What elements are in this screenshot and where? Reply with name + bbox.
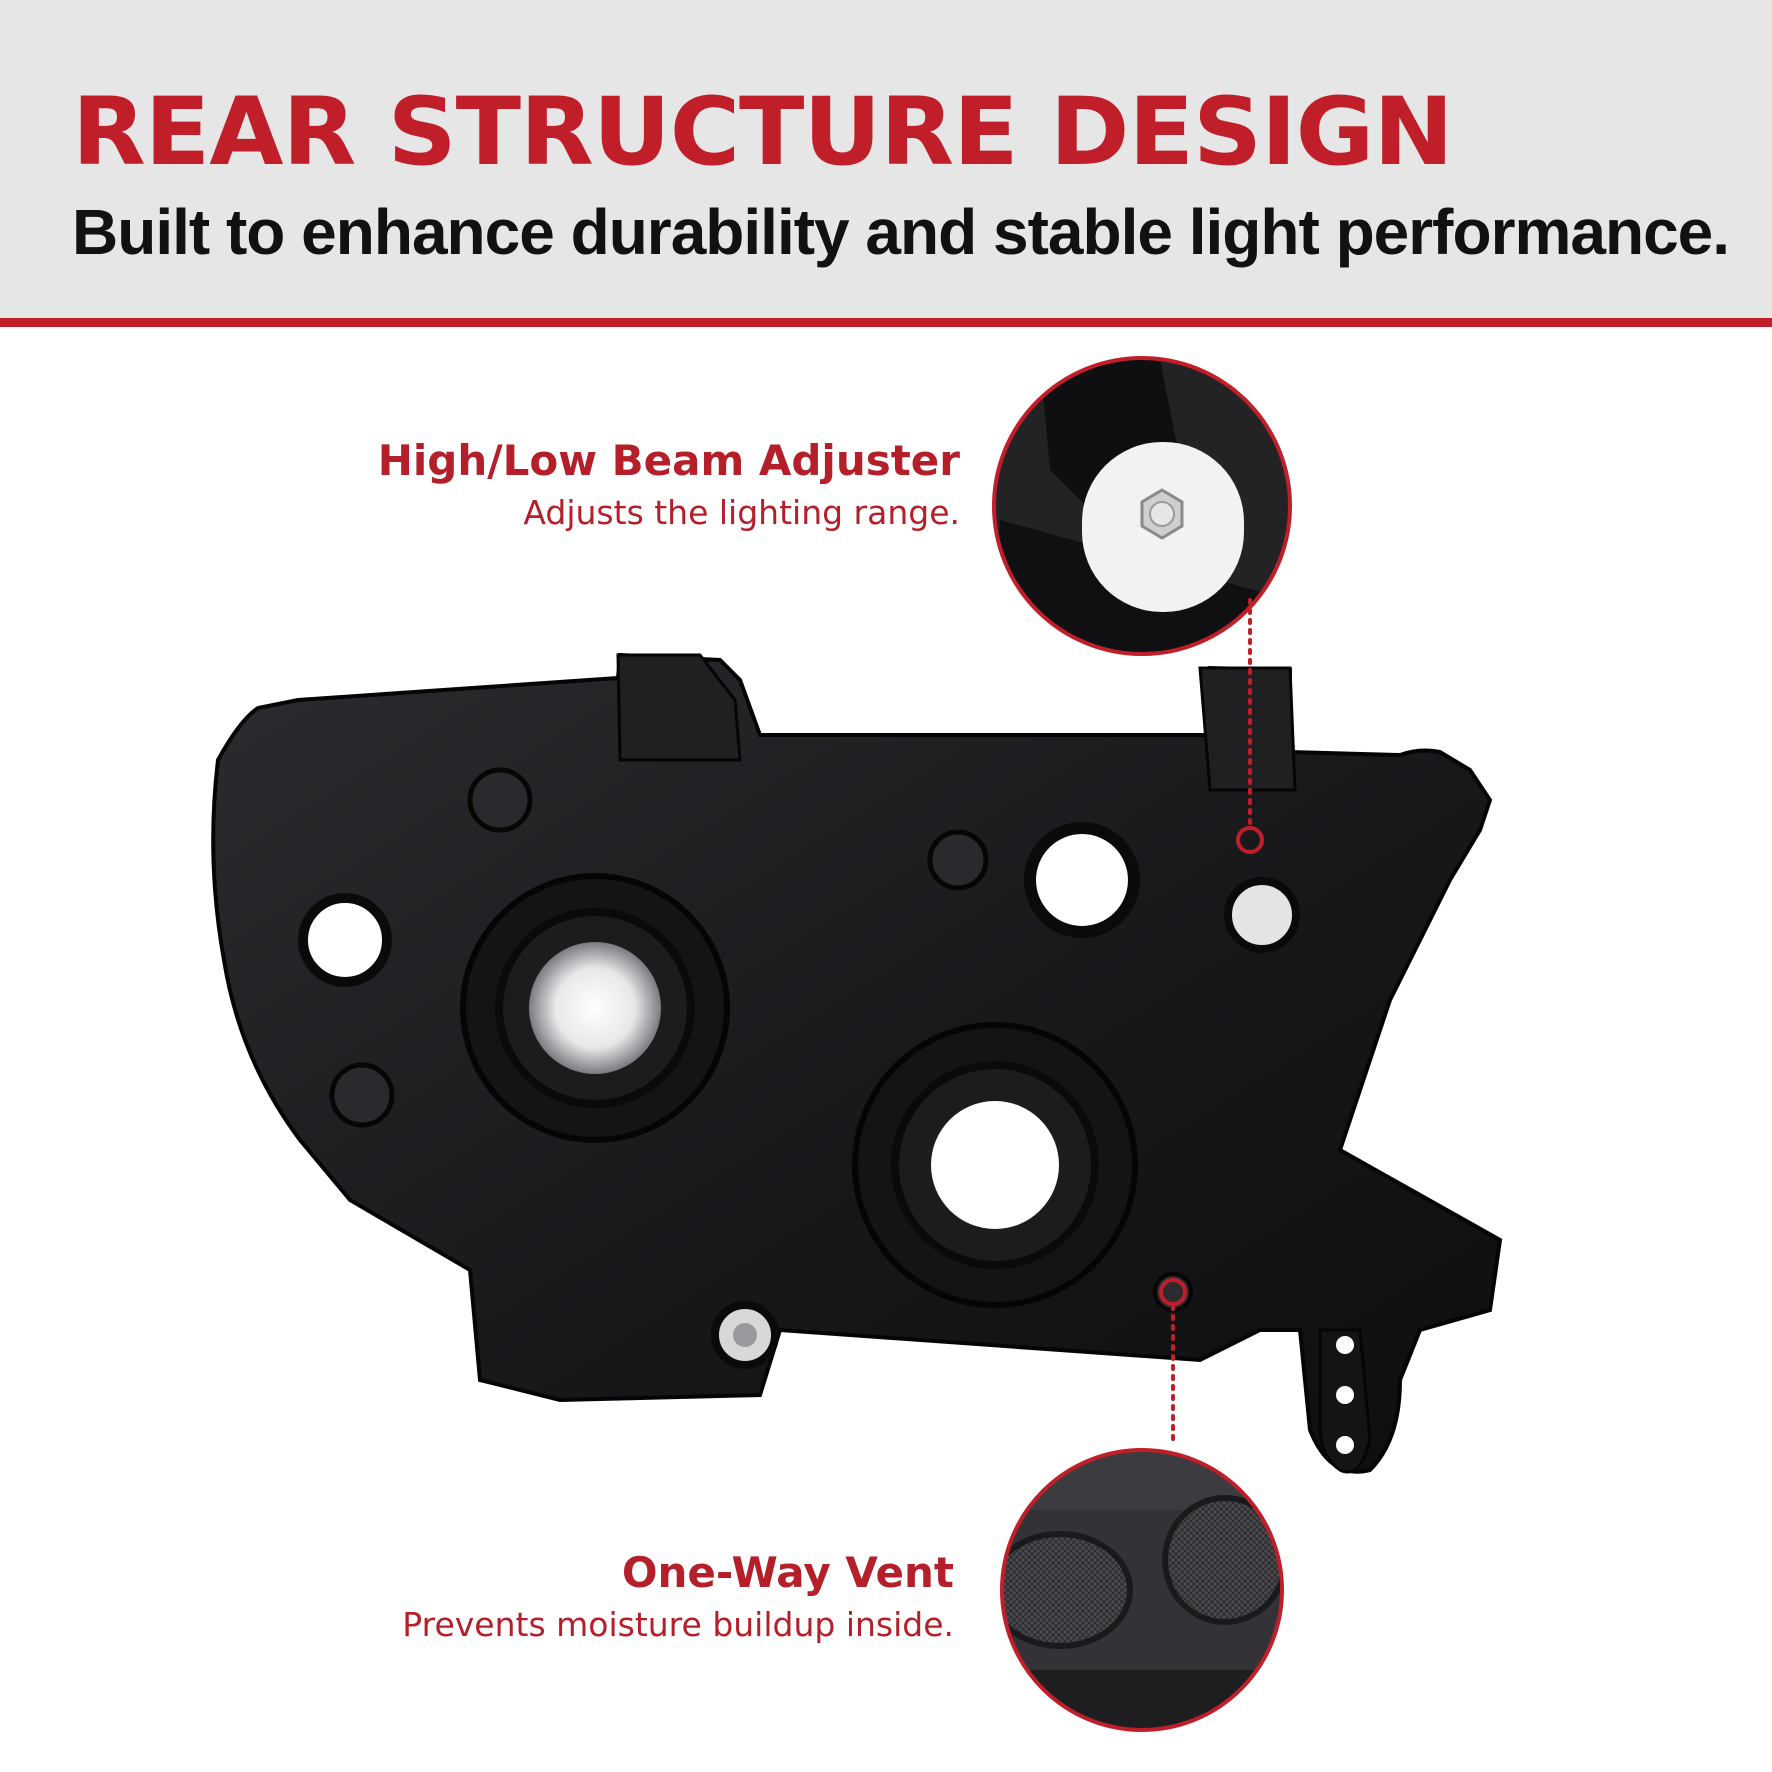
vent-zoom	[1000, 1448, 1284, 1732]
vent-mesh-icon	[1002, 1495, 1282, 1649]
adjuster-bolt-icon	[1140, 488, 1184, 540]
header-divider	[0, 318, 1772, 327]
header-band	[0, 0, 1772, 322]
page-title: REAR STRUCTURE DESIGN	[72, 78, 1454, 187]
vent-callout: One-Way Vent Prevents moisture buildup i…	[402, 1548, 954, 1647]
adjuster-title: High/Low Beam Adjuster	[377, 436, 960, 485]
vent-title: One-Way Vent	[621, 1548, 954, 1597]
adjuster-text: Adjusts the lighting range.	[523, 493, 960, 533]
adjuster-zoom	[992, 356, 1292, 656]
vent-text: Prevents moisture buildup inside.	[402, 1605, 954, 1645]
adjuster-callout: High/Low Beam Adjuster Adjusts the light…	[377, 436, 960, 535]
headlight-housing	[211, 652, 1503, 1474]
page-subtitle: Built to enhance durability and stable l…	[72, 196, 1730, 268]
adjuster-marker	[1236, 826, 1264, 854]
